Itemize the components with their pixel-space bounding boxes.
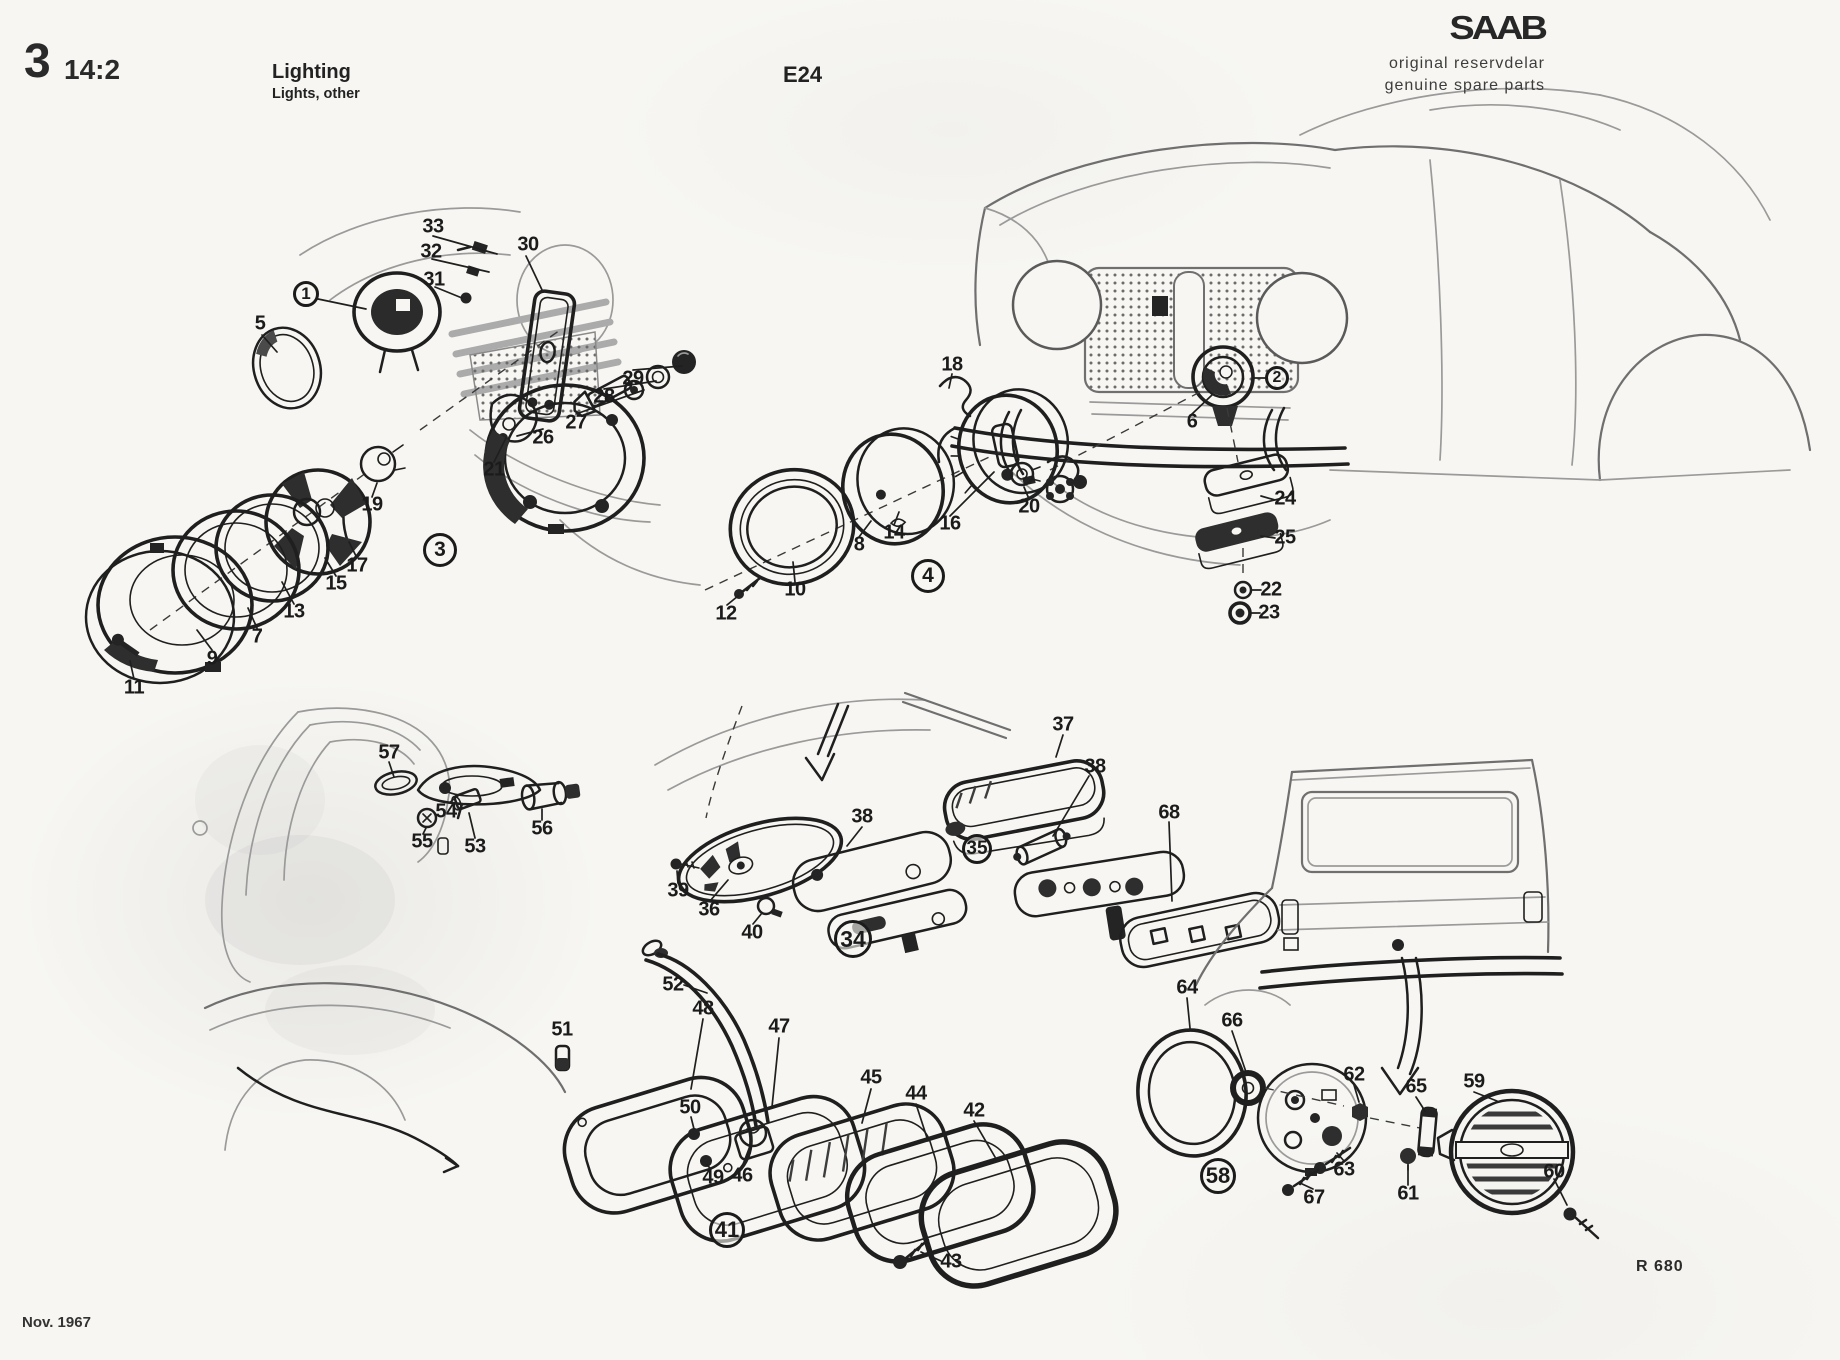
saab-logo: SAAB [1449,10,1548,47]
brand-tagline-swedish: original reservdelar [1388,55,1545,72]
group-ref-1: 1 [293,281,319,307]
page-subtitle: Lights, other [272,86,360,102]
headlight-exploded-view [84,207,701,685]
group-ref-41: 41 [709,1212,745,1248]
part-callout-14: 14 [883,521,905,544]
group-ref-2: 2 [1265,366,1289,390]
part-callout-40: 40 [741,921,763,944]
part-callout-50: 50 [679,1096,701,1119]
page-code: E24 [783,62,823,87]
part-callout-32: 32 [420,240,442,263]
part-callout-9: 9 [206,647,218,670]
part-callout-30: 30 [517,233,539,256]
part-callout-15: 15 [325,572,347,595]
group-ref-4: 4 [911,559,945,593]
part-callout-23: 23 [1258,601,1280,624]
part-callout-31: 31 [423,268,445,291]
part-callout-10: 10 [784,578,806,601]
part-callout-57: 57 [378,741,400,764]
part-callout-56: 56 [531,817,553,840]
part-callout-38: 38 [1084,755,1106,778]
footer-doc-ref: R 680 [1636,1258,1684,1275]
brand-block: SAAB original reservdelar genuine spare … [1330,10,1548,96]
part-callout-33: 33 [422,215,444,238]
group-ref-34: 34 [834,920,872,958]
part-callout-54: 54 [435,800,457,823]
part-callout-42: 42 [963,1099,985,1122]
tailgate-lamp-view [192,707,581,1174]
part-callout-55: 55 [411,830,433,853]
part-callout-62: 62 [1343,1063,1365,1086]
part-callout-39: 39 [667,879,689,902]
part-callout-66: 66 [1221,1009,1243,1032]
part-callout-29: 29 [622,367,644,390]
part-callout-21: 21 [483,458,505,481]
brand-tagline-english: genuine spare parts [1384,76,1545,94]
part-callout-19: 19 [361,493,383,516]
group-ref-35: 35 [962,834,992,864]
rear-lamp-exploded-view [1136,758,1600,1240]
part-callout-64: 64 [1176,976,1198,999]
part-callout-65: 65 [1405,1075,1427,1098]
part-callout-68: 68 [1158,801,1180,824]
part-callout-18: 18 [941,353,963,376]
part-callout-52: 52 [662,973,684,996]
section-ref: 14:2 [64,54,121,85]
part-callout-12: 12 [715,602,737,625]
part-callout-11: 11 [123,676,145,699]
section-number: 3 [24,35,51,88]
part-callout-61: 61 [1397,1182,1419,1205]
part-callout-27: 27 [565,411,587,434]
part-callout-7: 7 [251,625,263,648]
part-callout-16: 16 [939,512,961,535]
part-callout-49: 49 [702,1166,724,1189]
page-title: Lighting [272,61,351,83]
part-callout-53: 53 [464,835,486,858]
part-callout-24: 24 [1274,487,1296,510]
part-callout-8: 8 [853,533,865,556]
part-callout-38: 38 [851,805,873,828]
group-ref-58: 58 [1200,1158,1236,1194]
part-callout-17: 17 [346,554,368,577]
part-callout-60: 60 [1543,1160,1565,1183]
part-callout-51: 51 [551,1018,573,1041]
group-ref-3: 3 [423,533,457,567]
part-callout-45: 45 [860,1066,882,1089]
part-callout-63: 63 [1333,1158,1355,1181]
part-callout-46: 46 [731,1164,753,1187]
part-callout-5: 5 [254,312,266,335]
part-callout-25: 25 [1274,526,1296,549]
roof-lamp-view [942,734,1281,969]
part-callout-48: 48 [692,997,714,1020]
part-callout-6: 6 [1186,410,1198,433]
part-callout-22: 22 [1260,578,1282,601]
part-callout-20: 20 [1018,495,1040,518]
front-lamp-exploded-view [704,87,1812,625]
part-callout-28: 28 [593,385,615,408]
flasher-lamp-exploded-view [554,939,1119,1289]
part-callout-47: 47 [768,1015,790,1038]
title-block: Lighting Lights, other [272,62,360,102]
part-callout-59: 59 [1463,1070,1485,1093]
footer-date: Nov. 1967 [22,1314,91,1331]
part-callout-13: 13 [283,600,305,623]
part-callout-67: 67 [1303,1186,1325,1209]
part-callout-37: 37 [1052,713,1074,736]
part-callout-36: 36 [698,898,720,921]
part-callout-43: 43 [940,1250,962,1273]
part-callout-26: 26 [532,426,554,449]
part-callout-44: 44 [905,1082,927,1105]
